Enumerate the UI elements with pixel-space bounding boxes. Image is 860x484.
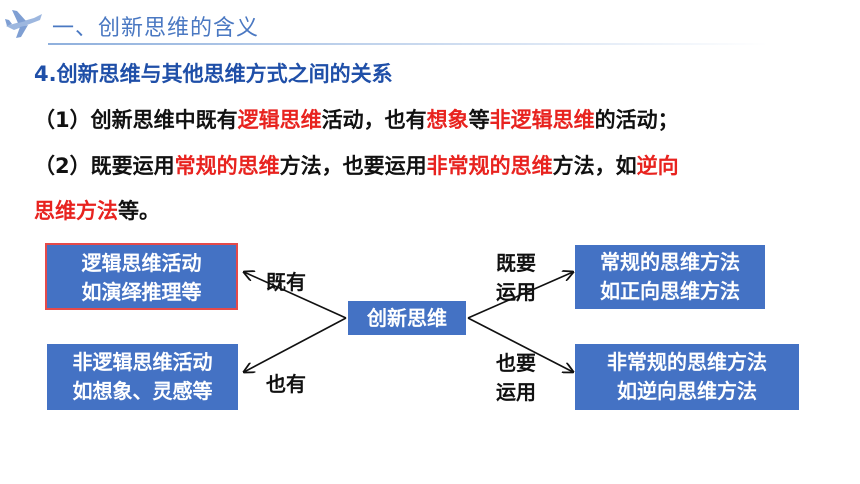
point-2-text-1: （2）既要运用 [34,154,175,178]
point-1-text-4: 的活动； [594,108,679,132]
label-has: 既有 [266,270,306,294]
box-non-logical-thinking: 非逻辑思维活动 如想象、灵感等 [47,344,238,410]
label-must-use-line-1: 既要 [496,251,536,275]
box-logical-thinking-line-1: 逻辑思维活动 [81,251,202,275]
box-non-logical-thinking-line-2: 如想象、灵感等 [72,379,213,403]
box-unconventional-method: 非常规的思维方法 如逆向思维方法 [575,344,799,410]
point-1-highlight-2: 想象 [426,108,469,132]
box-unconventional-method-line-1: 非常规的思维方法 [607,350,767,374]
point-2-text-3: 方法，如 [552,154,637,178]
box-conventional-method-line-2: 如正向思维方法 [600,279,740,303]
point-2-line-2: 思维方法等。 [34,195,160,225]
label-also-must-use-line-1: 也要 [496,351,536,375]
slide-header: 一、创新思维的含义 [0,0,860,50]
point-2-text-4: 等。 [118,199,160,223]
point-2-highlight-1: 常规的思维 [174,154,280,178]
point-2-highlight-2: 非常规的思维 [426,154,553,178]
point-1: （1）创新思维中既有逻辑思维活动，也有想象等非逻辑思维的活动； [34,104,679,134]
point-2-highlight-4: 思维方法 [34,199,118,223]
box-conventional-method: 常规的思维方法 如正向思维方法 [575,245,765,309]
header-divider [48,43,768,45]
box-conventional-method-line-1: 常规的思维方法 [600,250,740,274]
label-must-use-line-2: 运用 [496,280,536,304]
point-1-highlight-1: 逻辑思维 [237,108,322,132]
header-title: 一、创新思维的含义 [52,16,260,41]
label-also-must-use-line-2: 运用 [496,380,536,404]
arrow-to-right-bottom [467,317,573,372]
arrow-to-left-bottom [244,317,347,372]
box-non-logical-thinking-line-1: 非逻辑思维活动 [72,350,213,374]
box-unconventional-method-line-2: 如逆向思维方法 [617,379,757,403]
arrow-to-left-top [244,272,347,319]
label-must-use: 既要 运用 [496,249,536,307]
point-1-text-1: （1）创新思维中既有 [34,108,238,132]
label-also-has: 也有 [266,372,306,396]
point-2-text-2: 方法，也要运用 [279,154,427,178]
point-2-line-1: （2）既要运用常规的思维方法，也要运用非常规的思维方法，如逆向 [34,150,679,180]
point-2-highlight-3: 逆向 [636,154,679,178]
point-1-text-3: 等 [468,108,490,132]
airplane-icon [5,10,42,38]
label-also-must-use: 也要 运用 [496,349,536,407]
point-1-text-2: 活动，也有 [321,108,427,132]
point-1-highlight-3: 非逻辑思维 [489,108,595,132]
box-innovative-thinking: 创新思维 [348,301,466,335]
box-logical-thinking: 逻辑思维活动 如演绎推理等 [45,243,238,310]
arrow-to-right-top [467,272,573,319]
box-logical-thinking-line-2: 如演绎推理等 [81,280,202,304]
section-title: 4.创新思维与其他思维方式之间的关系 [34,62,393,86]
